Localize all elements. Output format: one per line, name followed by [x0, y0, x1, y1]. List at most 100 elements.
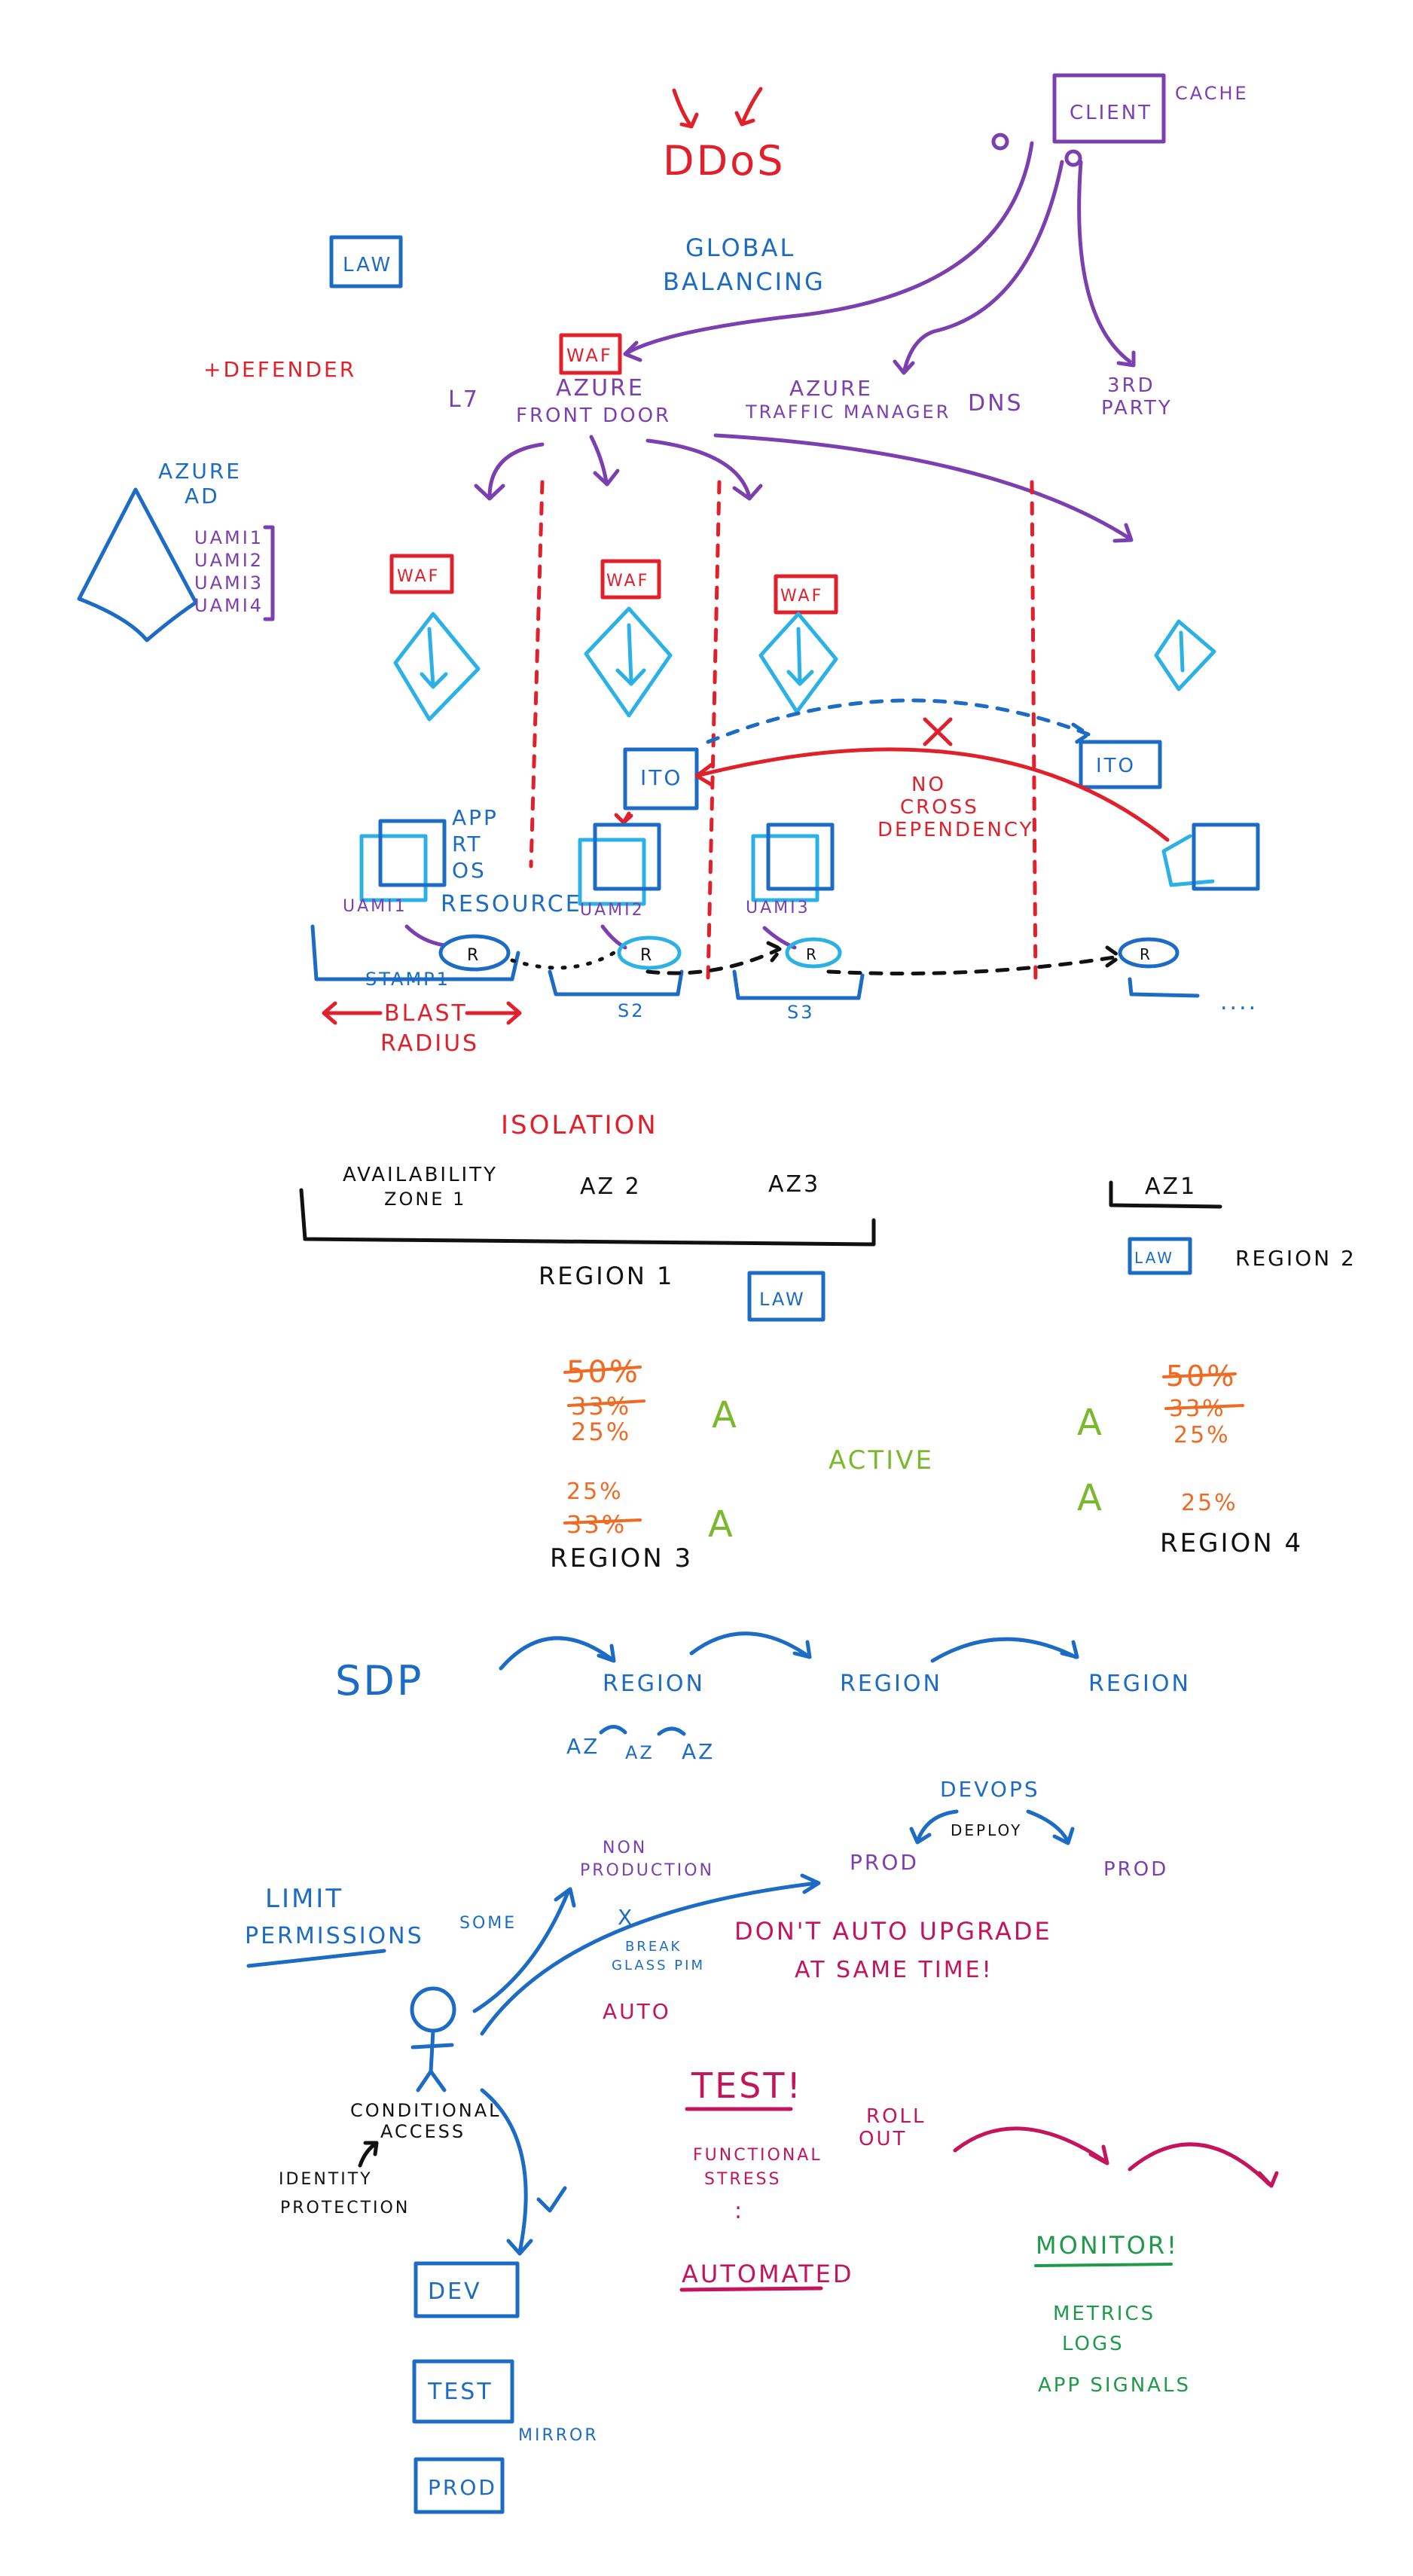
- conditional-label: CONDITIONAL: [350, 2100, 502, 2121]
- sdp-az-arrow-1: [599, 1725, 627, 1735]
- auto-label: AUTO: [603, 1999, 671, 2024]
- sdp-az-2: AZ: [625, 1742, 655, 1763]
- azure-ad-1: AZURE: [158, 459, 242, 484]
- waf-label-stamp-2: WAF: [606, 572, 649, 591]
- dashed-link-2: [645, 941, 783, 975]
- waf-label-stamp-1: WAF: [397, 567, 440, 586]
- law-box-region1: [747, 1271, 826, 1322]
- compute-shadow-stamp-1: [359, 834, 428, 902]
- limit-label: LIMIT: [265, 1884, 343, 1914]
- ito-label-stamp-2: ITO: [640, 765, 682, 790]
- law-label-region2: LAW: [1134, 1249, 1174, 1267]
- stamp-4: ITO R ....: [1079, 619, 1260, 1015]
- blast-label: BLAST: [384, 1000, 468, 1027]
- client-node: CLIENT CACHE: [623, 73, 1247, 375]
- client-to-third-party-arrow: [1077, 160, 1136, 368]
- sdp-region-1: REGION: [603, 1671, 705, 1697]
- r3-pct-25b: 25%: [566, 1479, 624, 1505]
- prod-env-label: PROD: [428, 2475, 497, 2500]
- logs-label: LOGS: [1062, 2333, 1125, 2355]
- dev-check-mark: [536, 2186, 567, 2213]
- same-time-label: AT SAME TIME!: [795, 1957, 993, 1983]
- law-label-region1: LAW: [759, 1289, 806, 1310]
- r4-strike-33: [1164, 1404, 1244, 1410]
- automated-label: AUTOMATED: [682, 2260, 853, 2288]
- defender-label: +DEFENDER: [203, 357, 356, 382]
- third-party-1: 3RD: [1107, 374, 1155, 397]
- gateway-stamp-2: [584, 606, 673, 718]
- azure-ad-node: AZURE AD UAMI1 UAMI2 UAMI3 UAMI4: [77, 459, 275, 642]
- app-signals-label: APP SIGNALS: [1038, 2374, 1191, 2397]
- region4-label: REGION 4: [1160, 1528, 1303, 1558]
- compute-box-stamp-3: [766, 823, 835, 891]
- r4-pct-25b: 25%: [1181, 1490, 1238, 1516]
- resource-db-stamp-2: [617, 935, 682, 970]
- active-section: 50% 33% 25% 25% 33% A A ACTIVE REGION 3 …: [550, 1355, 1303, 1573]
- waf-box-front-door: [559, 333, 622, 375]
- x-label: X: [618, 1905, 634, 1930]
- active-label: ACTIVE: [829, 1445, 934, 1476]
- route-arrow-3: [645, 438, 763, 501]
- stamp-3: WAF UAMI3 R S3: [732, 574, 865, 1023]
- sdp-section: SDP REGION REGION REGION AZ AZ AZ: [335, 1631, 1189, 1764]
- region1-bracket: [299, 1188, 876, 1247]
- route-arrow-1: [474, 442, 545, 501]
- stamp-ellipsis: ....: [1220, 989, 1258, 1015]
- identity-label: IDENTITY: [279, 2170, 373, 2189]
- isolation-title: ISOLATION: [501, 1110, 658, 1140]
- law-top: LAW: [329, 235, 403, 288]
- compute-shadow-stamp-4: [1161, 834, 1215, 887]
- client-to-waf-arrow: [623, 141, 1034, 362]
- ddos-section: DDoS: [663, 87, 785, 185]
- resource-label: RESOURCE: [441, 891, 582, 917]
- stamp1-label: STAMP1: [365, 969, 450, 990]
- r4-pct-25a: 25%: [1173, 1422, 1231, 1448]
- cross-dependency: NO CROSS DEPENDENCY: [510, 698, 1170, 975]
- r3-pct-25a: 25%: [571, 1418, 631, 1446]
- sdp-az-3: AZ: [682, 1739, 715, 1764]
- roll-label: ROLL: [866, 2105, 926, 2128]
- person-body: [410, 2028, 454, 2092]
- gateway-stamp-4: [1154, 619, 1216, 691]
- law-label-top: LAW: [343, 254, 392, 276]
- client-to-traffic-manager-arrow: [893, 160, 1064, 375]
- glass-pim-label: GLASS PIM: [612, 1958, 705, 1973]
- front-door-routes: [474, 433, 1134, 543]
- uami1-stamp-label: UAMI1: [343, 897, 407, 916]
- azure-ad-2: AD: [185, 484, 220, 508]
- sdp-az-arrow-2: [657, 1726, 686, 1736]
- ito-red-arrow: [614, 811, 633, 825]
- waf-box-stamp-1: [389, 554, 454, 594]
- some-arrow: [472, 1887, 576, 2013]
- law-box-region2: [1128, 1237, 1192, 1275]
- sdp-arrow-2: [689, 1631, 812, 1659]
- gateway-stamp-3: [758, 612, 838, 714]
- client-port-right: [1064, 149, 1082, 167]
- azure-front-door-1: AZURE: [556, 375, 645, 401]
- compute-box-stamp-4: [1192, 823, 1260, 891]
- separator-3: [1030, 480, 1038, 989]
- compute-shadow-stamp-2: [578, 838, 646, 906]
- separator-2: [706, 480, 722, 981]
- r-stamp-1: R: [467, 946, 481, 965]
- sdp-arrow-3: [930, 1637, 1079, 1663]
- ddos-label: DDoS: [663, 137, 785, 185]
- radius-label: RADIUS: [380, 1030, 479, 1057]
- r3-strike-33b: [563, 1518, 642, 1525]
- os-label: OS: [452, 858, 487, 883]
- rollout-arrow-2: [1128, 2142, 1279, 2188]
- r3-strike-50: [563, 1366, 642, 1374]
- stamp-separators: [529, 480, 1038, 989]
- waf-label-stamp-3: WAF: [780, 587, 823, 606]
- dashed-blue-arc: [706, 698, 1091, 746]
- ddos-arrow-right: [734, 87, 763, 127]
- monitor-underline: [1034, 2263, 1173, 2267]
- prod-label-2: PROD: [1103, 1858, 1168, 1881]
- mirror-label: MIRROR: [518, 2426, 599, 2445]
- az1-region2: AZ1: [1145, 1174, 1197, 1200]
- uami-2: UAMI2: [194, 550, 264, 571]
- stamp-2-bracket: [548, 969, 684, 997]
- r3-pct-33b: 33%: [566, 1510, 627, 1539]
- stamp-1: WAF APP RT OS RESOURCE UAMI1 R STAMP1 BL…: [310, 554, 582, 1057]
- uami-4: UAMI4: [194, 595, 264, 616]
